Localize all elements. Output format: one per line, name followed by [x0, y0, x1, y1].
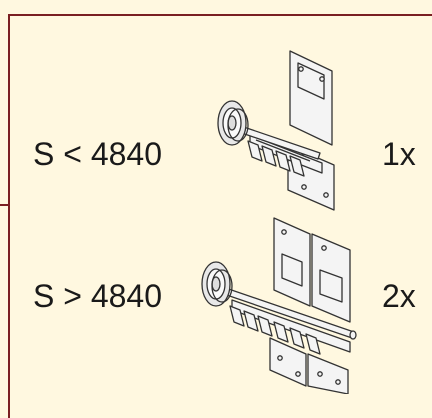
- border-tick: [0, 204, 9, 206]
- condition-label-small: S < 4840: [33, 136, 162, 172]
- condition-label-large: S > 4840: [33, 278, 162, 314]
- panel-border: [8, 14, 432, 418]
- double-hinge-illustration: [201, 217, 357, 394]
- quantity-label-2x: 2x: [382, 278, 416, 314]
- quantity-label-1x: 1x: [382, 136, 416, 172]
- single-hinge-illustration: [217, 50, 335, 211]
